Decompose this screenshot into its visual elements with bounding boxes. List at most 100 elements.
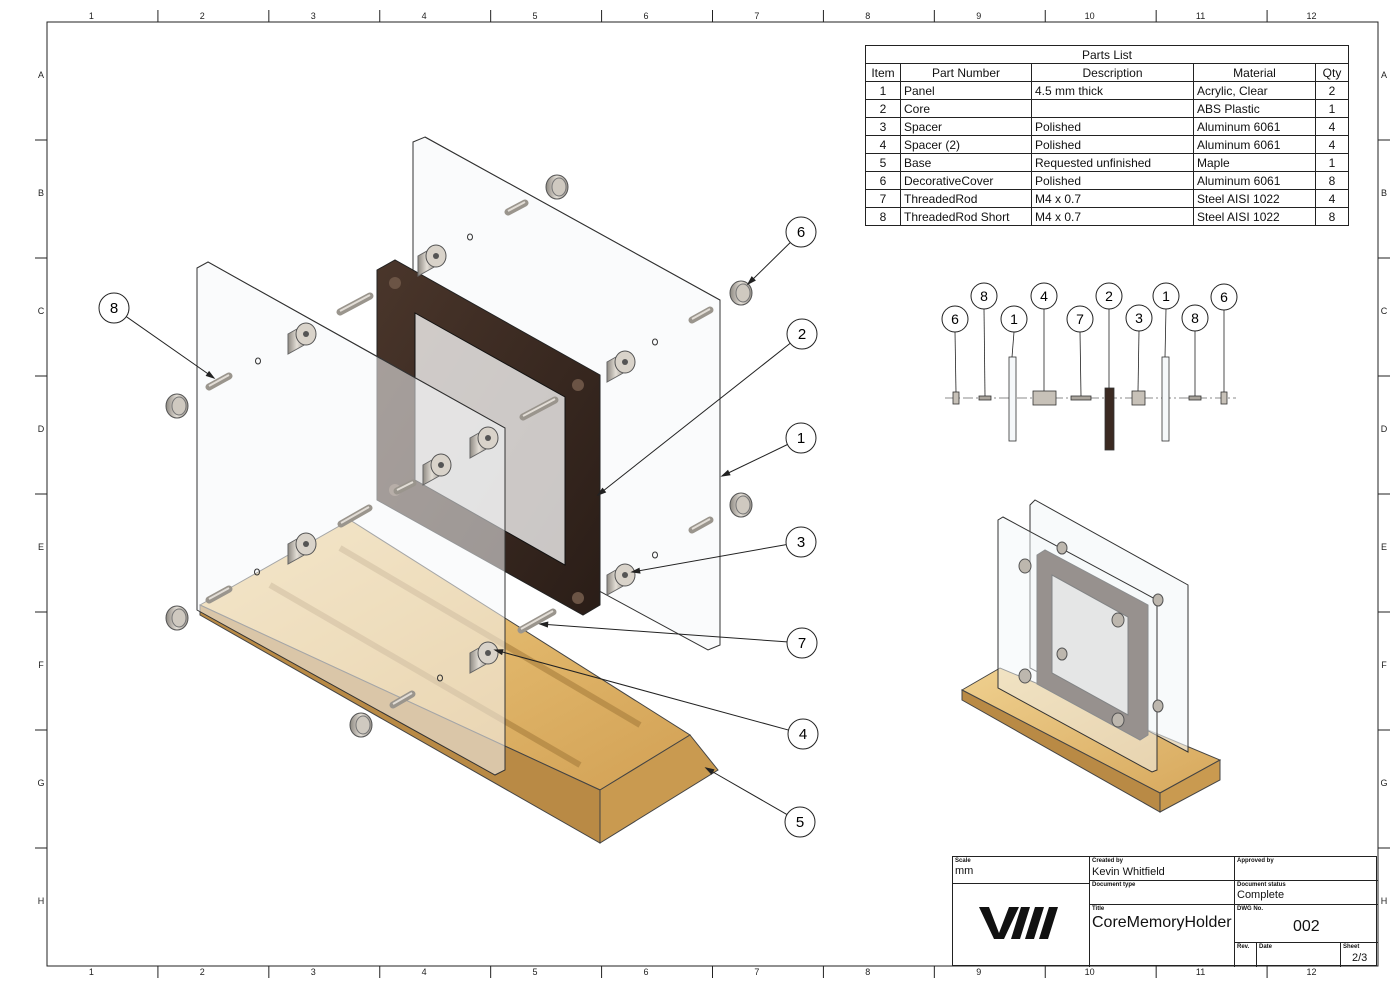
leader-arrow <box>704 767 715 775</box>
document-type-label: Document type <box>1092 882 1136 888</box>
parts-list-cell: 4 <box>865 135 901 154</box>
balloon <box>1181 304 1209 332</box>
zone-col-label: 4 <box>422 967 427 977</box>
parts-list-cell: Base <box>900 153 1032 172</box>
parts-list-cell: M4 x 0.7 <box>1031 207 1194 226</box>
spacer-bore <box>485 435 491 441</box>
mounting-hole <box>437 674 443 682</box>
spacer-bore <box>303 331 309 337</box>
leader-line <box>705 767 788 815</box>
dwg-value: 002 <box>1293 918 1320 935</box>
rev-cell: Rev. <box>1235 943 1257 967</box>
side-leader-line <box>1011 331 1015 358</box>
zone-row-label: C <box>1381 306 1388 316</box>
parts-list-title: Parts List <box>865 45 1349 64</box>
balloon <box>786 627 818 659</box>
mounting-hole <box>652 338 658 346</box>
spacer-bore <box>622 359 628 365</box>
zone-col-label: 12 <box>1306 967 1316 977</box>
side-decorative-cover <box>952 391 960 405</box>
leader-line <box>494 649 789 731</box>
parts-list-cell: Polished <box>1031 135 1194 154</box>
balloon-number: 8 <box>1191 310 1199 326</box>
balloon-number: 6 <box>797 224 805 241</box>
date-label: Date <box>1259 944 1273 950</box>
zone-row-label: E <box>38 542 44 552</box>
threaded-rod-highlight <box>208 374 230 387</box>
threaded-rod-highlight <box>208 587 230 600</box>
balloon-number: 7 <box>798 635 806 652</box>
balloon-number: 3 <box>797 534 805 551</box>
zone-row-label: G <box>1380 778 1387 788</box>
zone-col-label: 5 <box>533 11 538 21</box>
assembled-view <box>960 499 1222 813</box>
parts-list-cell: DecorativeCover <box>900 171 1032 190</box>
parts-list-cell: 7 <box>865 189 901 208</box>
balloon <box>1095 282 1123 310</box>
decorative-cover-face <box>735 283 751 303</box>
col-header-qty: Qty <box>1315 63 1349 82</box>
zone-row-label: H <box>38 896 45 906</box>
parts-list-cell: Aluminum 6061 <box>1193 117 1316 136</box>
balloon <box>1210 283 1238 311</box>
zone-col-label: 10 <box>1085 967 1095 977</box>
parts-list-cell: 1 <box>1315 99 1349 118</box>
parts-list-cell: ThreadedRod Short <box>900 207 1032 226</box>
zone-col-label: 5 <box>533 967 538 977</box>
sheet-cell: Sheet 2/3 <box>1341 943 1378 967</box>
balloon <box>98 292 130 324</box>
balloon-number: 7 <box>1076 311 1084 327</box>
zone-col-label: 12 <box>1306 11 1316 21</box>
balloon <box>1030 282 1058 310</box>
zone-col-label: 7 <box>754 11 759 21</box>
leader-line <box>631 544 787 573</box>
spacer-bore <box>438 462 444 468</box>
zone-row-label: A <box>38 70 44 80</box>
leader-arrow <box>596 487 607 497</box>
balloon-number: 1 <box>797 430 805 447</box>
scale-label: Scale <box>955 858 971 864</box>
parts-list-table: Parts List Item Part Number Description … <box>865 45 1349 226</box>
title-block: Scale mm Created by Kevin Whitfield Appr… <box>952 856 1378 967</box>
col-header-description: Description <box>1031 63 1194 82</box>
threaded-rod-highlight <box>396 481 414 491</box>
zone-col-label: 6 <box>643 11 648 21</box>
title-value: CoreMemoryHolder <box>1092 914 1232 931</box>
approved-by-label: Approved by <box>1237 858 1274 864</box>
balloon-number: 8 <box>980 288 988 304</box>
decorative-cover-face <box>171 396 187 416</box>
created-by-cell: Created by Kevin Whitfield <box>1090 857 1235 881</box>
parts-list-cell: Maple <box>1193 153 1316 172</box>
spacer-bore <box>485 650 491 656</box>
decorative-cover-face <box>735 495 751 515</box>
assembled-hardware <box>1018 541 1164 728</box>
balloon-number: 1 <box>1010 311 1018 327</box>
parts-list-cell: 4.5 mm thick <box>1031 81 1194 100</box>
threaded-rod-highlight <box>339 294 371 312</box>
zone-col-label: 1 <box>89 967 94 977</box>
logo-cell: Scale mm <box>953 857 1090 967</box>
parts-list-cell: 2 <box>865 99 901 118</box>
parts-list-cell: Spacer (2) <box>900 135 1032 154</box>
zone-col-label: 11 <box>1196 967 1205 977</box>
zone-col-label: 9 <box>976 967 981 977</box>
mounting-hole <box>254 568 260 576</box>
balloon-number: 4 <box>1040 288 1048 304</box>
col-header-part-number: Part Number <box>900 63 1032 82</box>
company-logo <box>979 907 1058 939</box>
balloon <box>785 216 817 248</box>
balloon-number: 2 <box>1105 288 1113 304</box>
leader-arrow <box>746 276 756 286</box>
side-panel <box>1161 356 1170 442</box>
zone-col-label: 10 <box>1085 11 1095 21</box>
col-header-material: Material <box>1193 63 1316 82</box>
balloon <box>1000 305 1028 333</box>
parts-list-cell: 5 <box>865 153 901 172</box>
leader-arrow <box>493 649 504 656</box>
balloon-number: 6 <box>951 311 959 327</box>
balloon <box>784 806 816 838</box>
zone-row-label: D <box>1381 424 1388 434</box>
balloon-number: 1 <box>1162 288 1170 304</box>
